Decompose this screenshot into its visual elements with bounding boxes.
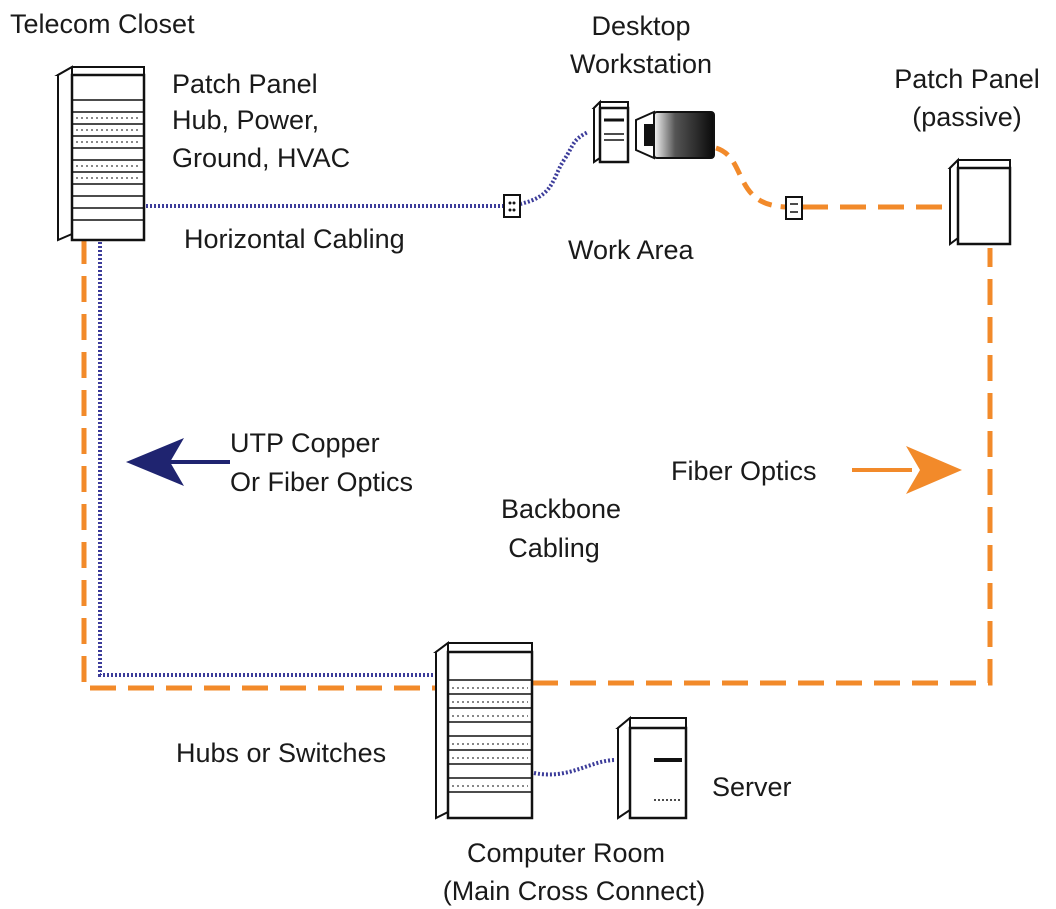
server-icon — [615, 715, 688, 820]
wall-jack-icon — [503, 194, 521, 218]
hubs-switches-rack-icon — [433, 641, 534, 820]
fiber-backbone-cable-right — [532, 248, 993, 686]
closet-contents-line-1: Patch Panel — [172, 69, 318, 99]
computer-room-line-1: Computer Room — [467, 838, 665, 868]
fiber-jack-icon — [785, 196, 803, 220]
backbone-cabling-line-2: Cabling — [508, 533, 600, 563]
desktop-workstation-line-2: Workstation — [570, 49, 712, 79]
left-arrow-icon — [126, 438, 230, 486]
server-label: Server — [712, 772, 792, 802]
passive-patch-panel-icon — [947, 157, 1012, 246]
patch-panel-passive-line-2: (passive) — [912, 102, 1022, 132]
backbone-cabling-line-1: Backbone — [501, 494, 621, 524]
workstation-icon — [591, 99, 630, 164]
patch-panel-passive-line-1: Patch Panel — [894, 64, 1040, 94]
horizontal-cabling-label: Horizontal Cabling — [184, 224, 405, 254]
work-area-label: Work Area — [568, 235, 695, 265]
fiber-work-area-cable — [715, 145, 787, 210]
copper-server-cable — [533, 758, 617, 777]
utp-copper-line-1: UTP Copper — [230, 428, 380, 458]
computer-room-line-2: (Main Cross Connect) — [443, 876, 706, 906]
utp-copper-line-2: Or Fiber Optics — [230, 467, 413, 497]
copper-work-area-cable — [519, 130, 589, 206]
desktop-workstation-line-1: Desktop — [591, 11, 690, 41]
hubs-or-switches-label: Hubs or Switches — [176, 738, 386, 768]
fiber-optics-label: Fiber Optics — [671, 456, 817, 486]
closet-contents-line-2: Hub, Power, — [172, 105, 319, 135]
right-arrow-icon — [852, 446, 962, 494]
monitor-icon — [635, 110, 715, 160]
rack-cabinet-icon — [54, 65, 146, 242]
copper-backbone-cable — [98, 238, 440, 677]
telecom-closet-label: Telecom Closet — [10, 9, 195, 39]
closet-contents-line-3: Ground, HVAC — [172, 143, 350, 173]
fiber-backbone-cable — [81, 238, 440, 691]
